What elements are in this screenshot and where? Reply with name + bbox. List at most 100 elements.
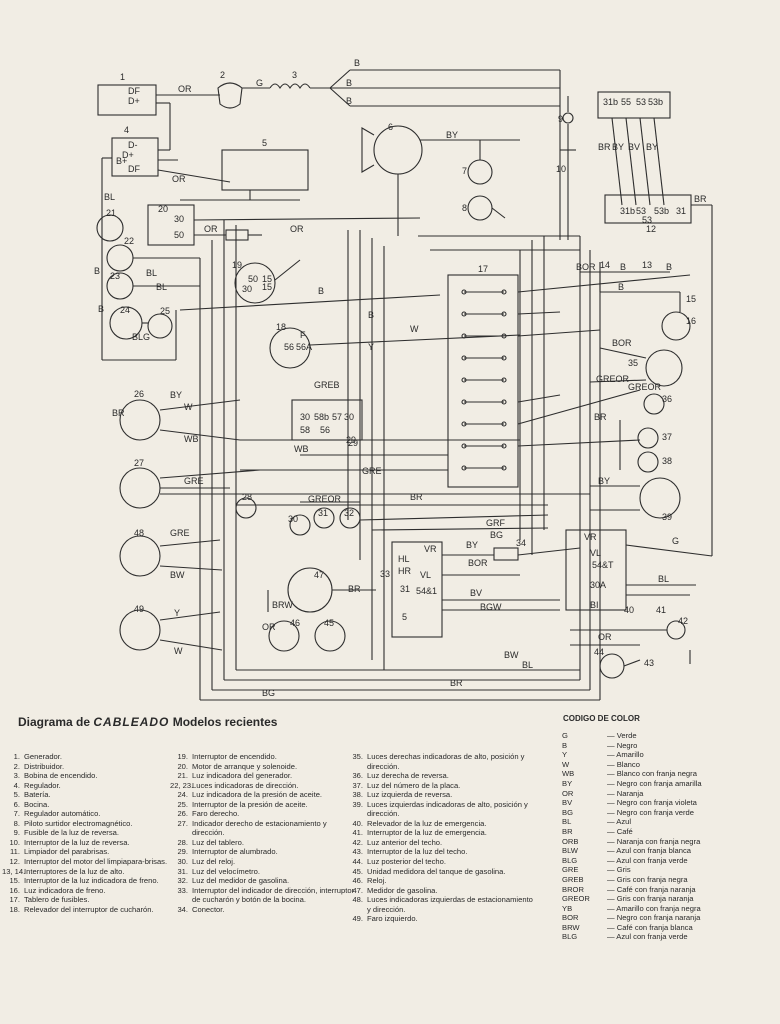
color-description: — Negro con franja violeta: [607, 798, 697, 808]
legend-number: 27.: [177, 818, 188, 828]
color-code-item: B— Negro: [562, 741, 702, 751]
terminal-label: DF: [128, 164, 140, 174]
legend-item: 34.Conector.: [170, 905, 355, 915]
component-number: 14: [600, 260, 610, 270]
wire-label: B: [368, 310, 374, 320]
component-number: 39: [662, 512, 672, 522]
wire-label: HR: [398, 566, 411, 576]
component-number: 48: [134, 528, 144, 538]
legend-text: Interruptores de la luz de alto.: [24, 866, 125, 876]
component-number: 34: [516, 538, 526, 548]
wire-label: BY: [466, 540, 478, 550]
color-code: BLG: [562, 932, 578, 942]
wire-label: OR: [262, 622, 276, 632]
wire-label: BG: [262, 688, 275, 698]
legend-item: 44.Luz posterior del techo.: [345, 857, 535, 867]
terminal-label: 30: [174, 214, 184, 224]
legend-item: 42.Luz anterior del techo.: [345, 838, 535, 848]
color-description: — Naranja: [607, 788, 644, 798]
terminal-label: 53: [642, 215, 652, 225]
wire-label: BY: [446, 130, 458, 140]
component-number: 18: [276, 322, 286, 332]
terminal-label: 31b: [603, 97, 618, 107]
component-number: 38: [662, 456, 672, 466]
legend-text: Interruptor de encendido.: [192, 752, 277, 761]
legend-item: 24.Luz indicadora de la presión de aceit…: [170, 790, 355, 800]
legend-item: 40.Relevador de la luz de emergencia.: [345, 819, 535, 829]
color-code: BL: [562, 817, 572, 827]
wire-label: BR: [594, 412, 607, 422]
component-number: 7: [462, 166, 467, 176]
diagram-title: Diagrama de CABLEADO Modelos recientes: [18, 715, 277, 729]
legend-number: 45.: [352, 866, 363, 876]
legend-number: 19.: [177, 752, 188, 761]
wire-label: BR: [112, 408, 125, 418]
wire-label: BV: [628, 142, 640, 152]
wire-label: B: [618, 282, 624, 292]
component-number: 19: [232, 260, 242, 270]
legend-number: 17.: [9, 895, 20, 905]
component-number: 46: [290, 618, 300, 628]
component-legend-col1: 1.Generador.2.Distribuidor.3.Bobina de e…: [2, 752, 172, 914]
legend-item: 13, 14.Interruptores de la luz de alto.: [2, 867, 172, 877]
legend-text: Distribuidor.: [24, 761, 65, 771]
terminal-label: DF: [128, 86, 140, 96]
terminal-label: 53: [636, 97, 646, 107]
color-description: — Negro con franja naranja: [607, 913, 701, 923]
legend-number: 21.: [177, 771, 188, 781]
legend-text: Luces izquierdas indicadoras de alto, po…: [367, 799, 528, 819]
legend-item: 31.Luz del velocímetro.: [170, 867, 355, 877]
component-number: 43: [644, 658, 654, 668]
legend-item: 30.Luz del reloj.: [170, 857, 355, 867]
legend-number: 40.: [352, 818, 363, 828]
terminal-label: 57: [332, 412, 342, 422]
color-description: — Café con franja blanca: [607, 922, 693, 932]
color-code-item: BR— Café: [562, 827, 702, 837]
component-number: 24: [120, 305, 130, 315]
legend-item: 39.Luces izquierdas indicadoras de alto,…: [345, 800, 535, 819]
wire-label: 5: [402, 612, 407, 622]
component-legend-col2: 19.Interruptor de encendido.20.Motor de …: [170, 752, 355, 914]
color-code-item: YB— Amarillo con franja negra: [562, 904, 702, 914]
legend-text: Luz anterior del techo.: [367, 837, 443, 847]
wire-label: 54&T: [592, 560, 614, 570]
title-handwritten: CABLEADO: [93, 715, 170, 729]
wire-label: BG: [490, 530, 503, 540]
color-code-item: BG— Negro con franja verde: [562, 808, 702, 818]
legend-text: Interruptor de la luz indicadora de fren…: [24, 876, 159, 886]
color-description: — Verde: [607, 731, 637, 740]
component-number: 33: [380, 569, 390, 579]
legend-number: 49.: [352, 914, 363, 924]
wire-label: 30A: [590, 580, 606, 590]
color-code-item: GRE— Gris: [562, 865, 702, 875]
wire-label: WB: [184, 434, 199, 444]
terminal-label: B+: [116, 156, 127, 166]
wire-label: 31: [400, 584, 410, 594]
color-description: — Negro: [607, 740, 638, 750]
wire-label: BY: [646, 142, 658, 152]
color-description: — Negro con franja verde: [607, 807, 694, 817]
legend-number: 44.: [352, 857, 363, 867]
terminal-label: 53b: [654, 206, 669, 216]
legend-number: 33.: [177, 885, 188, 895]
wire-label: B: [666, 262, 672, 272]
wire-label: OR: [290, 224, 304, 234]
component-number: 29: [348, 438, 358, 448]
color-code: BLW: [562, 846, 578, 856]
wire-label: BLG: [132, 332, 150, 342]
color-code-item: BLG— Azul con franja verde: [562, 932, 702, 942]
legend-text: Luces derechas indicadoras de alto, posi…: [367, 752, 525, 771]
component-number: 2: [220, 70, 225, 80]
legend-text: Luz del velocímetro.: [192, 866, 260, 876]
legend-item: 5.Batería.: [2, 790, 172, 800]
legend-text: Interruptor de alumbrado.: [192, 847, 278, 857]
title-suffix: Modelos recientes: [172, 715, 278, 729]
wire-label: OR: [172, 174, 186, 184]
component-number: 5: [262, 138, 267, 148]
legend-number: 20.: [177, 761, 188, 771]
color-description: — Negro con franja amarilla: [607, 778, 702, 788]
legend-text: Medidor de gasolina.: [367, 885, 438, 895]
legend-text: Luz indicadora del generador.: [192, 771, 293, 781]
wire-label: BR: [410, 492, 423, 502]
color-code: WB: [562, 769, 575, 779]
